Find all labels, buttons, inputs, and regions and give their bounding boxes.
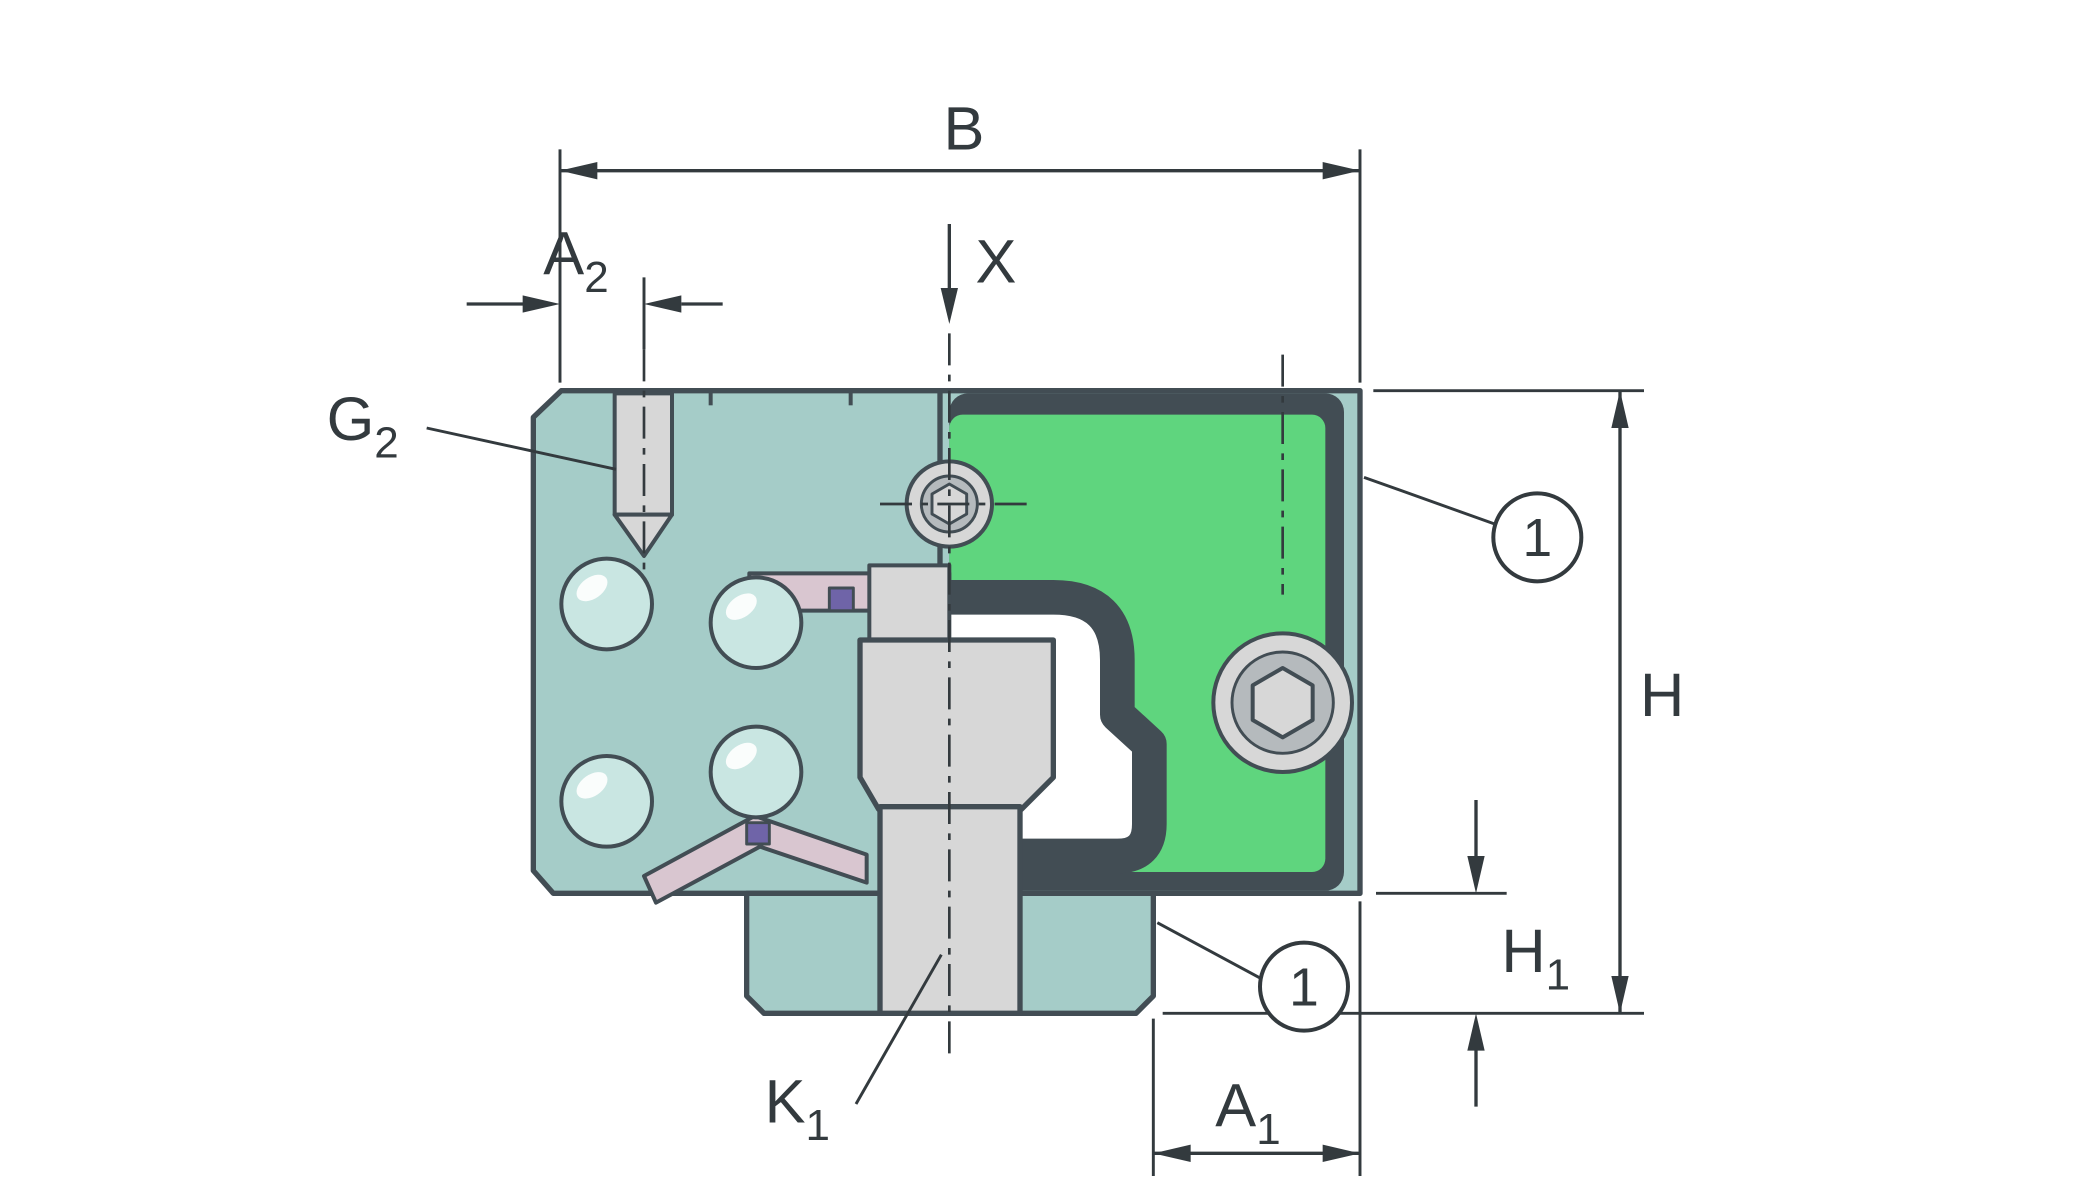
label-sub: 1 [806, 1101, 830, 1150]
arrow-right-icon [1322, 1144, 1360, 1162]
dim-label-b: B [944, 93, 985, 162]
dimension-h: H [1162, 389, 1684, 1015]
label-text: B [944, 93, 985, 162]
label-text: X [976, 227, 1017, 296]
retainer-section [867, 563, 952, 645]
label-text: G [327, 384, 375, 453]
arrow-right-icon [522, 295, 560, 313]
label-text: K [765, 1067, 806, 1136]
dim-label-k1: K1 [765, 1067, 830, 1150]
dimension-g2: G2 [327, 384, 617, 471]
dim-label-a1: A1 [1215, 1071, 1280, 1154]
arrow-up-icon [1611, 390, 1629, 428]
callout-number: 1 [1289, 958, 1319, 1017]
dimension-b: B [558, 93, 1362, 383]
label-sub: 2 [584, 253, 608, 302]
ball-track-top [708, 575, 804, 670]
label-text: A [543, 219, 584, 288]
callout-circle [1491, 491, 1584, 584]
fixing-screw [1211, 631, 1354, 774]
centerlines [642, 333, 1284, 1056]
dimension-k1: K1 [765, 953, 943, 1150]
dim-label-a2: A2 [543, 219, 608, 302]
ball-return-top [559, 556, 654, 652]
label-text: H [1501, 916, 1545, 985]
callout-seal-bottom: 1 [1156, 921, 1350, 1033]
ball-track-bottom [708, 724, 804, 820]
callout-number: 1 [1522, 509, 1552, 568]
dim-label-h1: H1 [1501, 916, 1570, 999]
callout-seal-top: 1 [1363, 475, 1584, 584]
carriage-parts [530, 387, 1363, 1016]
hex-socket-icon [1250, 666, 1315, 740]
arrow-down-icon [940, 288, 958, 324]
arrow-left-icon [1153, 1144, 1191, 1162]
label-text: 1 [1289, 958, 1319, 1017]
dim-label-x: X [976, 227, 1017, 296]
dim-label-h: H [1640, 660, 1684, 729]
label-sub: 1 [1546, 950, 1570, 999]
label-text: A [1215, 1071, 1256, 1140]
arrow-down-icon [1467, 856, 1485, 894]
label-sub: 1 [1256, 1105, 1280, 1154]
label-sub: 2 [374, 418, 398, 467]
seal-lip-band [949, 579, 1167, 874]
label-text: H [1640, 660, 1684, 729]
callout-circle [1258, 940, 1350, 1033]
arrow-right-icon [1322, 162, 1360, 180]
arrow-left-icon [644, 295, 682, 313]
arrow-down-icon [1611, 976, 1629, 1014]
arrow-left-icon [560, 162, 598, 180]
lower-retainer-clip [745, 821, 771, 846]
upper-retainer-clip [827, 586, 855, 613]
label-text: 1 [1522, 509, 1552, 568]
guide-rail-head [857, 637, 1056, 812]
dimension-a2: A2 [466, 219, 723, 350]
dimension-h1: H1 [1376, 800, 1570, 1107]
arrow-up-icon [1467, 1013, 1485, 1051]
dimension-a1: A1 [1151, 901, 1362, 1176]
ball-return-bottom [559, 753, 654, 849]
dimension-x: X [940, 224, 1017, 324]
dim-label-g2: G2 [327, 384, 399, 467]
